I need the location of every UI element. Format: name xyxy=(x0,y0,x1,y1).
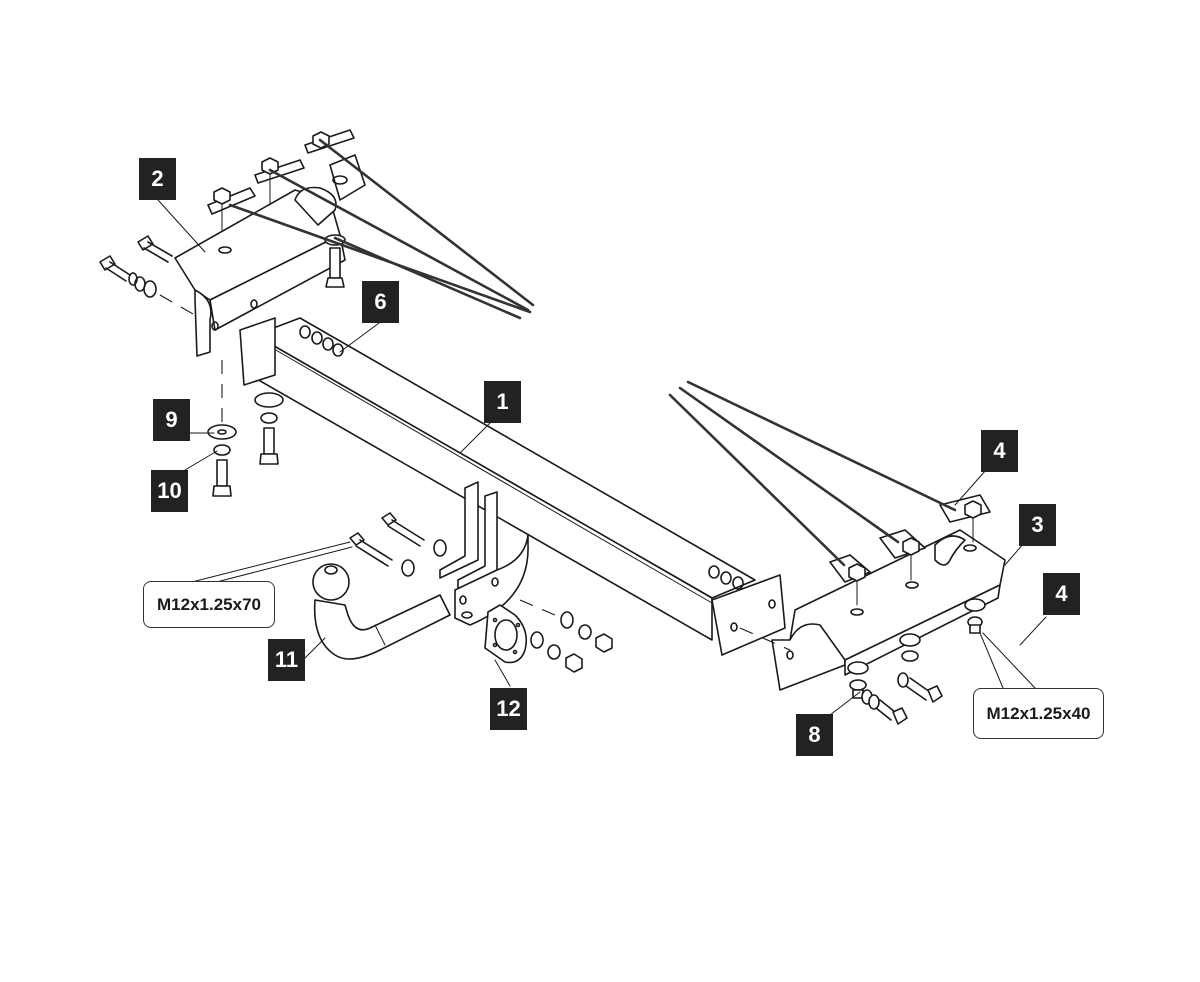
hitch-bolts xyxy=(349,512,447,577)
leader-lines xyxy=(157,199,1047,716)
callout-8: 8 xyxy=(796,714,833,756)
tow-mount xyxy=(439,481,529,626)
right-bracket xyxy=(739,494,1006,691)
callout-12: 12 xyxy=(490,688,527,730)
ball-hitch xyxy=(312,563,451,660)
callout-3: 3 xyxy=(1019,504,1056,546)
callout-11: 11 xyxy=(268,639,305,681)
spec-label-m12x40: M12x1.25x40 xyxy=(973,688,1104,739)
left-bolts xyxy=(99,235,201,319)
callout-6: 6 xyxy=(362,281,399,323)
left-rods xyxy=(228,138,535,320)
spec-label-m12x70: M12x1.25x70 xyxy=(143,581,275,628)
bar-nuts-right xyxy=(708,565,744,590)
callout-2: 2 xyxy=(139,158,176,200)
callout-10: 10 xyxy=(151,470,188,512)
left-bracket xyxy=(174,129,366,357)
callout-1: 1 xyxy=(484,381,521,423)
crossbar xyxy=(239,317,786,656)
callout-9: 9 xyxy=(153,399,190,441)
callout-4-top: 4 xyxy=(981,430,1018,472)
left-lower-bolts xyxy=(207,360,284,497)
callout-4-right: 4 xyxy=(1043,573,1080,615)
right-rods xyxy=(668,380,957,567)
socket-plate xyxy=(484,599,613,673)
